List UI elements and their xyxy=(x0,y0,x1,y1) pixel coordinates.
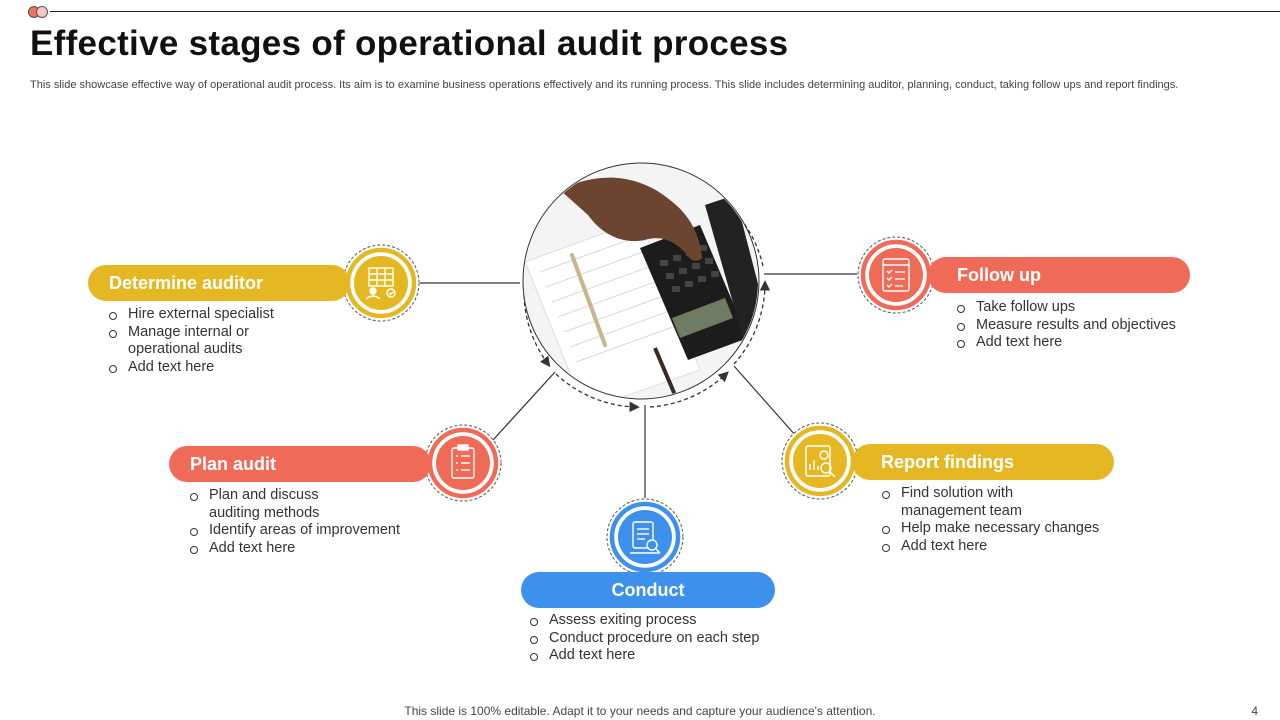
list-item: Add text here xyxy=(109,359,279,377)
list-item: Take follow ups xyxy=(957,299,1197,317)
list-item: Find solution with management team xyxy=(882,485,1042,520)
follow-up-icon-ring xyxy=(857,236,935,314)
auditor-table-icon xyxy=(365,267,396,300)
report-findings-label: Report findings xyxy=(852,444,1114,480)
conduct-label: Conduct xyxy=(521,572,775,608)
list-item: Help make necessary changes xyxy=(882,520,1122,538)
list-item: Add text here xyxy=(882,538,1122,556)
list-item: Identify areas of improvement xyxy=(190,522,420,540)
list-item: Add text here xyxy=(190,540,420,558)
document-magnifier-icon xyxy=(630,521,661,554)
plan-audit-title: Plan audit xyxy=(190,453,277,474)
slide-title: Effective stages of operational audit pr… xyxy=(30,24,789,63)
determine-auditor-label: Determine auditor xyxy=(88,265,350,301)
slide-subtitle: This slide showcase effective way of ope… xyxy=(30,79,1179,91)
report-findings-title: Report findings xyxy=(881,451,1014,472)
page-number: 4 xyxy=(1251,704,1258,718)
follow-up-title: Follow up xyxy=(957,264,1041,285)
clipboard-checklist-icon xyxy=(451,444,475,479)
conduct-title: Conduct xyxy=(611,579,685,600)
determine-auditor-icon-ring xyxy=(342,244,420,322)
conduct-list: Assess exiting process Conduct procedure… xyxy=(530,612,780,665)
list-item: Manage internal or operational audits xyxy=(109,324,279,359)
checklist-icon xyxy=(882,258,910,292)
report-findings-icon-ring xyxy=(781,422,859,500)
list-item: Assess exiting process xyxy=(530,612,780,630)
list-item: Conduct procedure on each step xyxy=(530,630,780,648)
plan-audit-icon-ring xyxy=(424,424,502,502)
determine-auditor-list: Hire external specialist Manage internal… xyxy=(109,306,279,376)
plan-audit-list: Plan and discuss auditing methods Identi… xyxy=(190,487,420,557)
plan-audit-label: Plan audit xyxy=(169,446,431,482)
report-chart-icon xyxy=(805,445,836,478)
brand-logo xyxy=(28,6,54,18)
list-item: Add text here xyxy=(957,334,1197,352)
list-item: Hire external specialist xyxy=(109,306,279,324)
report-findings-list: Find solution with management team Help … xyxy=(882,485,1122,555)
follow-up-list: Take follow ups Measure results and obje… xyxy=(957,299,1197,352)
list-item: Add text here xyxy=(530,647,780,665)
header-rule xyxy=(50,11,1280,12)
connector-lines xyxy=(420,273,857,498)
list-item: Plan and discuss auditing methods xyxy=(190,487,340,522)
determine-auditor-title: Determine auditor xyxy=(109,272,264,293)
list-item: Measure results and objectives xyxy=(957,317,1197,335)
center-photo xyxy=(522,162,760,400)
slide-footer: This slide is 100% editable. Adapt it to… xyxy=(404,704,876,718)
follow-up-label: Follow up xyxy=(928,257,1190,293)
conduct-icon-ring xyxy=(606,498,684,576)
